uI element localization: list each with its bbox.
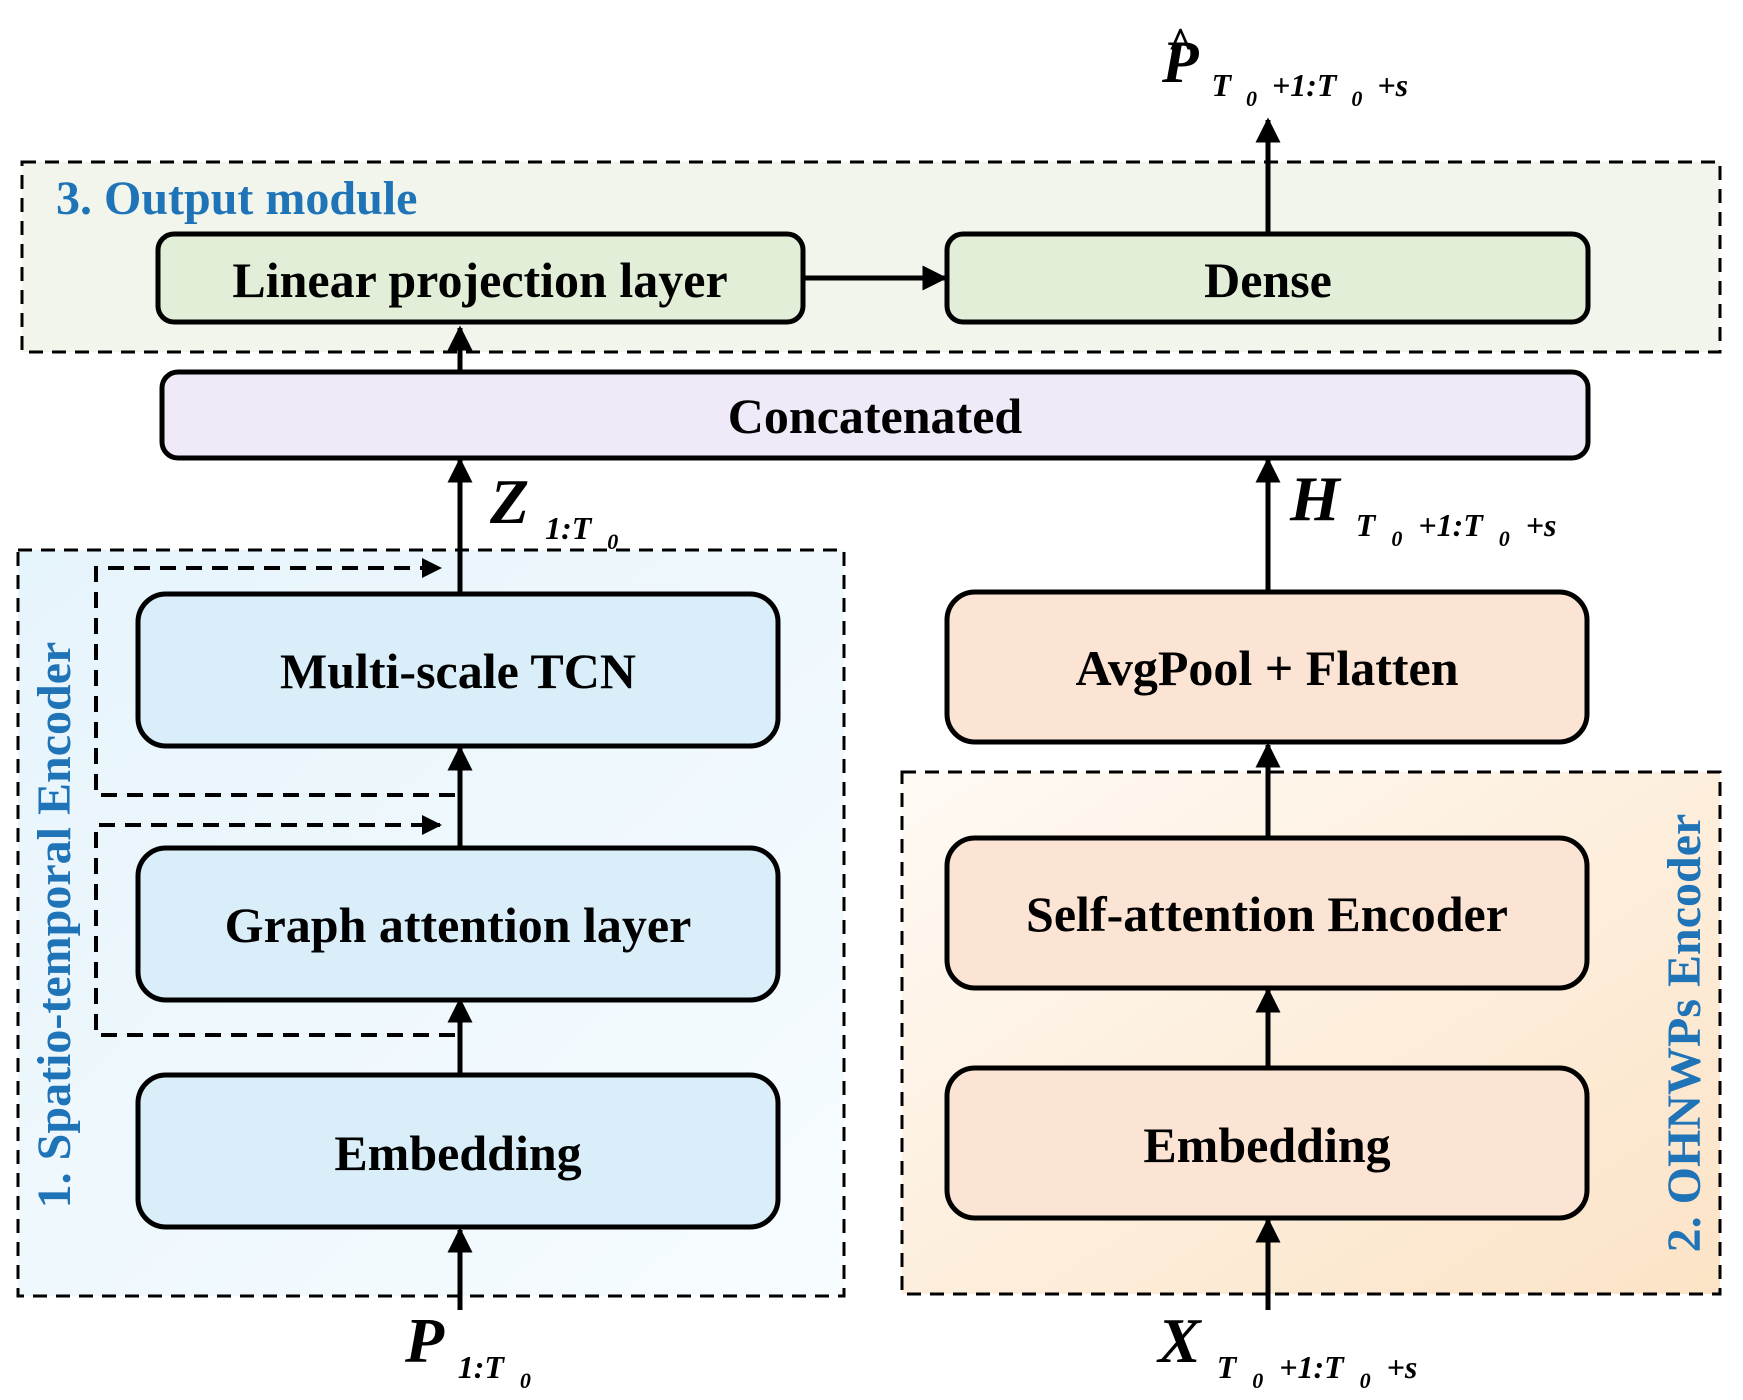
h-sub2: +1:T: [1418, 507, 1484, 543]
h-sub2-sub: 0: [1499, 526, 1510, 551]
p-hat-sub1: T: [1211, 67, 1232, 103]
h-symbol: H T 0 +1:T 0 +s: [1289, 463, 1556, 560]
z-symbol: Z 1:T 0: [489, 466, 618, 554]
x-in-base: X: [1156, 1305, 1202, 1376]
skip-connection-gat: [94, 815, 455, 1037]
graph-attention-box: [135, 845, 781, 1003]
z-base: Z: [489, 466, 529, 537]
embedding-left-label: Embedding: [334, 1125, 581, 1181]
h-sub1: T: [1356, 507, 1377, 543]
multi-scale-tcn-box: [135, 591, 781, 749]
x-in-sub1-sub: 0: [1252, 1368, 1263, 1393]
svg-text:P T 0 +1:T: P T 0 +1:T 0 +s: [1161, 29, 1408, 119]
p-hat-sub3: +s: [1377, 67, 1408, 103]
svg-text:P 1:T 0: P 1:T 0: [404, 1305, 531, 1393]
z-sub1-sub: 0: [607, 529, 618, 554]
graph-attention-label: Graph attention layer: [225, 897, 692, 953]
h-sub3: +s: [1526, 507, 1557, 543]
h-base: H: [1289, 463, 1342, 534]
embedding-right-label: Embedding: [1143, 1117, 1390, 1173]
multi-scale-tcn-label: Multi-scale TCN: [280, 643, 636, 699]
x-in-sub3: +s: [1387, 1349, 1418, 1385]
concatenated-box: [159, 369, 1591, 461]
p-in-sub1: 1:T: [458, 1349, 506, 1385]
p-hat-hat: ^: [1167, 19, 1192, 68]
p-in-base: P: [404, 1305, 445, 1376]
spatio-temporal-encoder-label: 1. Spatio-temporal Encoder: [28, 642, 81, 1209]
linear-projection-box: [155, 231, 806, 325]
svg-text:X T 0 +1:T: X T 0 +1:T 0 +s: [1156, 1305, 1417, 1400]
embedding-left-box: [135, 1072, 781, 1230]
x-in-sub2-sub: 0: [1360, 1368, 1371, 1393]
x-input-symbol: X T 0 +1:T 0 +s: [1156, 1305, 1417, 1400]
avgpool-flatten-box: [944, 589, 1590, 745]
svg-text:H T 0 +1:T: H T 0 +1:T 0 +s: [1289, 463, 1556, 560]
avgpool-flatten-label: AvgPool + Flatten: [1075, 640, 1458, 696]
p-hat-base: P: [1161, 29, 1200, 95]
svg-text:Z 1:T 0: Z 1:T 0: [489, 466, 618, 554]
dense-label: Dense: [1204, 252, 1332, 308]
linear-projection-label: Linear projection layer: [232, 252, 727, 308]
x-in-sub1: T: [1217, 1349, 1238, 1385]
embedding-right-box: [944, 1065, 1590, 1221]
p-hat-sub2-sub: 0: [1351, 86, 1362, 111]
self-attention-encoder-box: [944, 835, 1590, 991]
h-sub1-sub: 0: [1391, 526, 1402, 551]
output-module-label: 3. Output module: [56, 172, 417, 225]
skip-connection-tcn: [94, 558, 455, 797]
p-hat-sub1-sub: 0: [1246, 86, 1257, 111]
p-input-symbol: P 1:T 0: [404, 1305, 531, 1393]
output-p-hat-symbol: ^ P T 0 +1:T 0 +s: [1161, 19, 1408, 119]
p-in-sub1-sub: 0: [520, 1368, 531, 1393]
x-in-sub2: +1:T: [1279, 1349, 1345, 1385]
p-hat-sub2: +1:T: [1272, 67, 1338, 103]
concatenated-label: Concatenated: [728, 388, 1023, 444]
z-sub1: 1:T: [545, 510, 593, 546]
ohnwps-encoder-label: 2. OHNWPs Encoder: [1658, 814, 1711, 1253]
dense-box: [944, 231, 1591, 325]
self-attention-encoder-label: Self-attention Encoder: [1026, 886, 1508, 942]
